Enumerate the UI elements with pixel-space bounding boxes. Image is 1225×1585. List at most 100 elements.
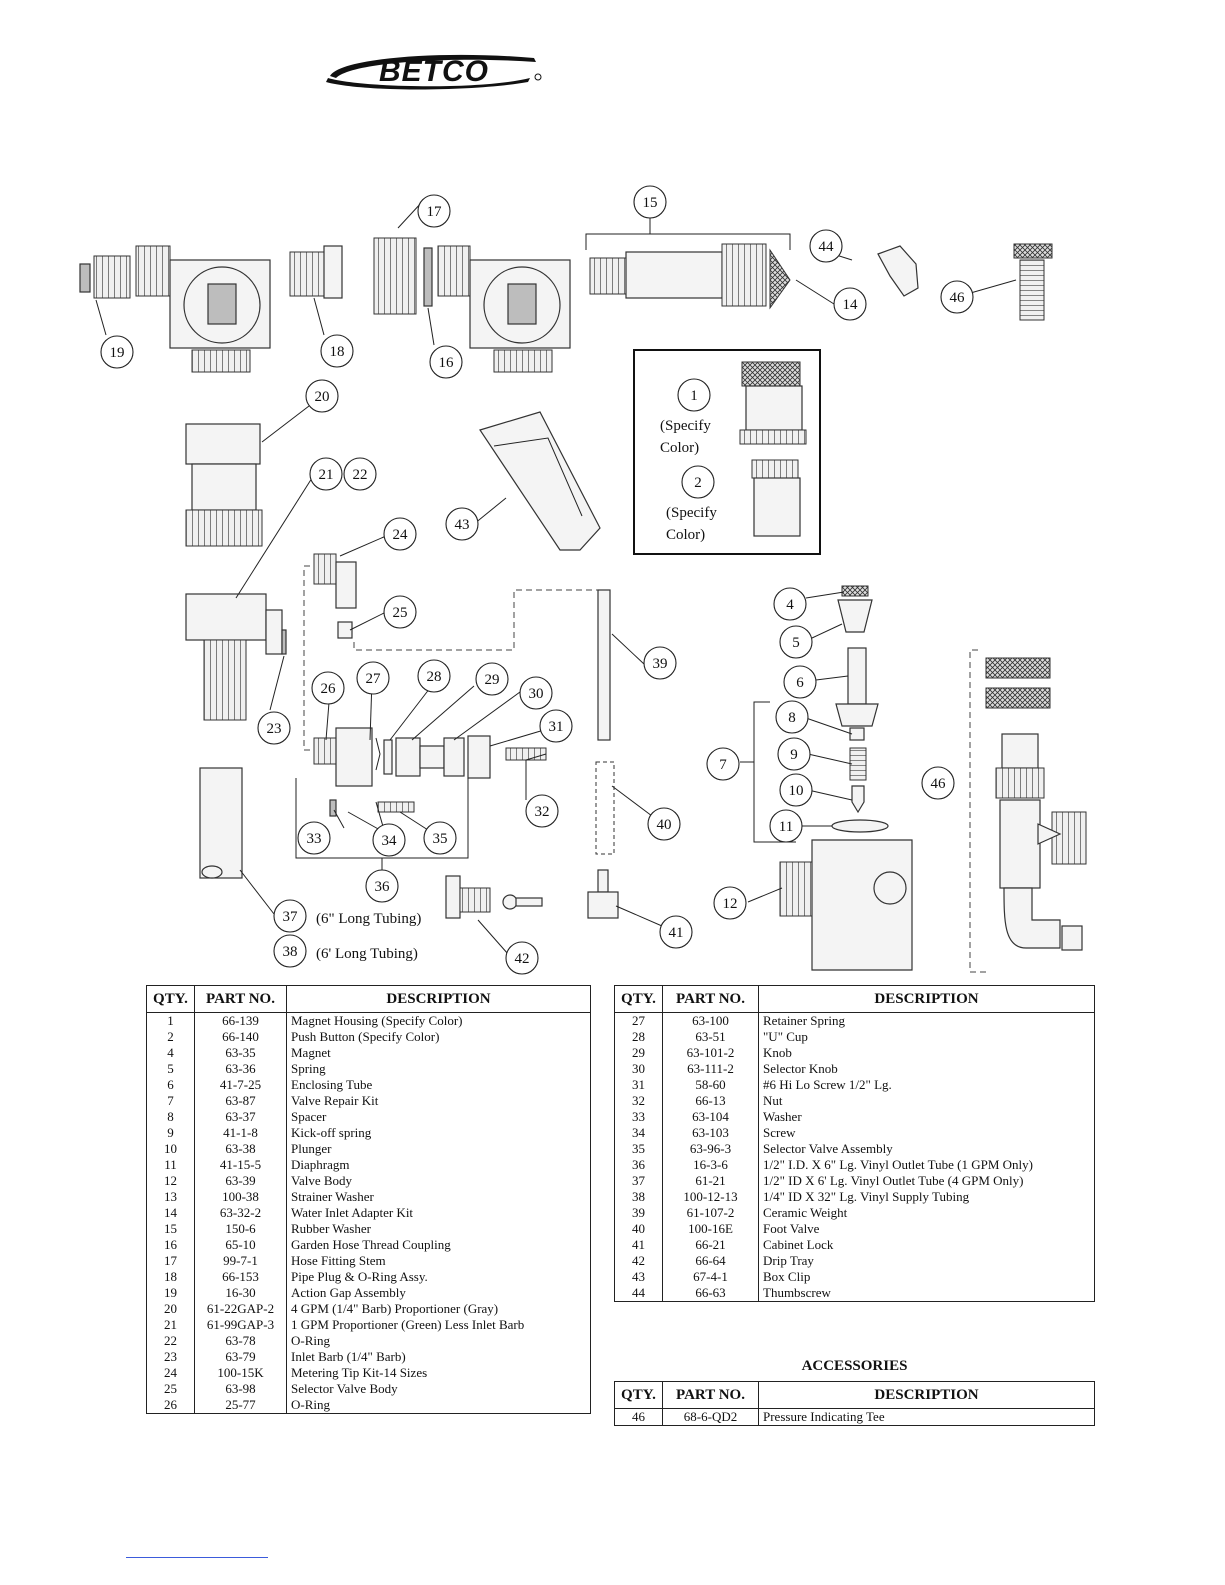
right-valve-housing [437,245,571,373]
qty-cell: 32 [614,1093,663,1109]
part-no-cell: 63-101-2 [662,1045,759,1061]
description-cell: Spring [286,1061,591,1077]
callout-18: 19 [100,335,134,369]
callout-5: 5 [779,625,813,659]
callout-19: 20 [305,379,339,413]
callout-36: 37 [273,899,307,933]
qty-cell: 16 [146,1237,195,1253]
valve-body [779,839,913,971]
svg-text:36: 36 [375,879,391,895]
retainer-spring [383,739,393,775]
description-cell: Magnet Housing (Specify Color) [286,1012,591,1029]
svg-text:10: 10 [789,783,804,799]
description-cell: Push Button (Specify Color) [286,1029,591,1045]
description-header: DESCRIPTION [286,985,591,1013]
qty-cell: 11 [146,1157,195,1173]
callout-34: 35 [423,821,457,855]
part-no-cell: 61-22GAP-2 [194,1301,287,1317]
pressure-indicating-tee [985,657,1087,951]
magnet-4 [841,585,869,597]
callout-4: 4 [773,587,807,621]
part-no-cell: 99-7-1 [194,1253,287,1269]
qty-cell: 26 [146,1397,195,1414]
qty-cell: 7 [146,1093,195,1109]
selector-valve-body [313,727,373,787]
qty-cell: 19 [146,1285,195,1301]
callout-43: 44 [809,229,843,263]
description-cell: Hose Fitting Stem [286,1253,591,1269]
part-no-cell: 16-30 [194,1285,287,1301]
svg-text:43: 43 [455,517,470,533]
description-cell: Washer [758,1109,1095,1125]
thumbscrew [1013,243,1053,321]
description-cell: Box Clip [758,1269,1095,1285]
callout-12: 12 [713,886,747,920]
callout-11: 11 [769,809,803,843]
svg-text:4: 4 [786,597,794,613]
qty-cell: 40 [614,1221,663,1237]
qty-cell: 30 [614,1061,663,1077]
callout-40: 41 [659,915,693,949]
part-no-cell: 63-79 [194,1349,287,1365]
part-no-cell: 100-38 [194,1189,287,1205]
description-cell: 4 GPM (1/4" Barb) Proportioner (Gray) [286,1301,591,1317]
outlet-tube [199,767,243,879]
specify-color-note-2b: Color) [666,527,705,543]
qty-cell: 44 [614,1285,663,1302]
svg-text:19: 19 [110,345,125,361]
svg-text:11: 11 [779,819,793,835]
part-no-cell: 63-103 [662,1125,759,1141]
callout-41: 42 [505,941,539,975]
o-ring-22 [281,629,287,655]
callout-46: 46 [921,766,955,800]
part-no-cell: 63-39 [194,1173,287,1189]
part-no-cell: 100-16E [662,1221,759,1237]
description-cell: Selector Knob [758,1061,1095,1077]
description-cell: Kick-off spring [286,1125,591,1141]
qty-cell: 4 [146,1045,195,1061]
qty-cell: 10 [146,1141,195,1157]
qty-cell: 14 [146,1205,195,1221]
description-cell: Ceramic Weight [758,1205,1095,1221]
part-no-cell: 63-32-2 [194,1205,287,1221]
callout-22: 23 [257,711,291,745]
svg-text:14: 14 [843,297,859,313]
callout-21: 22 [343,457,377,491]
callout-20: 21 [309,457,343,491]
part-no-cell: 63-87 [194,1093,287,1109]
svg-text:6: 6 [796,675,804,691]
description-header: DESCRIPTION [758,1381,1095,1409]
qty-cell: 1 [146,1012,195,1029]
qty-cell: 20 [146,1301,195,1317]
table-header-row: QTY. PART NO. DESCRIPTION [614,1381,1095,1409]
qty-cell: 39 [614,1205,663,1221]
part-no-cell: 58-60 [662,1077,759,1093]
ceramic-weight [595,761,615,855]
part-no-cell: 63-98 [194,1381,287,1397]
svg-text:35: 35 [433,831,448,847]
logo-text: BETCO [379,55,489,88]
qty-cell: 35 [614,1141,663,1157]
callout-28: 29 [475,662,509,696]
diaphragm-11 [831,819,889,833]
svg-text:46: 46 [931,776,947,792]
qty-cell: 5 [146,1061,195,1077]
